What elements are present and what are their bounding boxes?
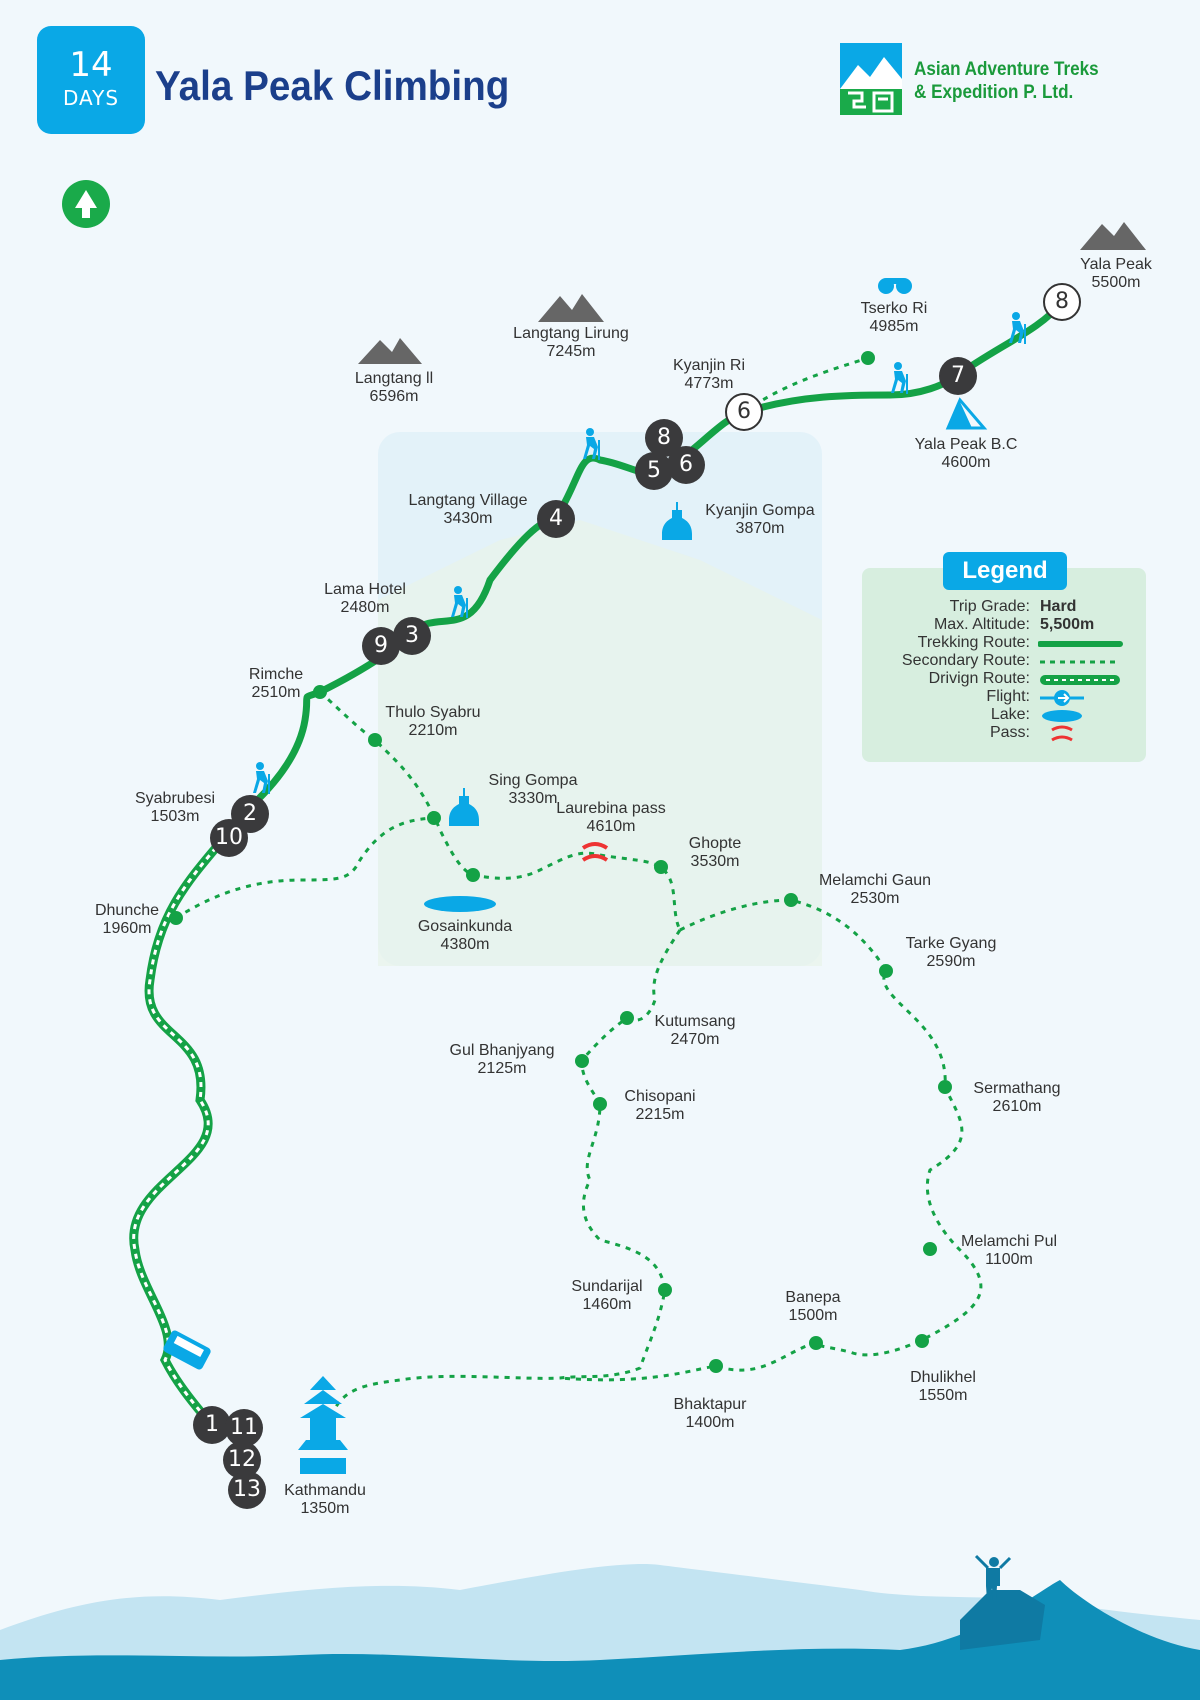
legend-panel: [862, 568, 1146, 762]
day-marker: 8: [645, 419, 683, 457]
days-label: DAYS: [62, 86, 120, 110]
legend-secondary-label: Secondary Route:: [901, 652, 1030, 669]
tent-icon: [948, 402, 972, 428]
legend-rows: Trip Grade: Hard Max. Altitude: 5,500m T…: [862, 598, 1146, 758]
north-compass-icon: [62, 180, 110, 228]
day-marker: 11: [225, 1409, 263, 1447]
lake-icon: [424, 896, 496, 912]
legend-trip-grade-label: Trip Grade:: [949, 598, 1030, 615]
company-line-1: Asian Adventure Treks: [914, 59, 1099, 80]
legend-max-alt-label: Max. Altitude:: [933, 616, 1030, 633]
page-title: Yala Peak Climbing: [155, 62, 510, 109]
pass-icon: [581, 842, 609, 862]
company-name: Asian Adventure Treks & Expedition P. Lt…: [914, 58, 1099, 104]
near-mountains: [0, 1580, 1200, 1700]
legend-max-alt-value: 5,500m: [1040, 616, 1095, 633]
legend-pass-label: Pass:: [989, 724, 1030, 741]
route-dots: [169, 351, 952, 1373]
watermark-mountain: [378, 520, 822, 966]
mountain-icons: [358, 222, 1146, 364]
day-marker: 7: [939, 357, 977, 395]
days-number: 14: [69, 45, 113, 85]
company-logo-icon: [840, 43, 902, 115]
hiker-icons: [253, 312, 1026, 794]
day-marker: 5: [635, 452, 673, 490]
legend-driving-label: Drivign Route:: [928, 670, 1030, 687]
legend-symbols: [1038, 641, 1123, 742]
day-marker: 9: [362, 627, 400, 665]
bus-icon: [163, 1330, 211, 1370]
legend-trekking-label: Trekking Route:: [917, 634, 1030, 651]
day-marker: 10: [210, 819, 248, 857]
gompa-icons: [449, 502, 692, 826]
day-marker: 6: [725, 393, 763, 431]
legend-title: Legend: [943, 552, 1067, 590]
legend-lake-symbol: [1042, 710, 1082, 722]
day-marker: 13: [228, 1471, 266, 1509]
legend-lake-label: Lake:: [990, 706, 1030, 723]
legend-pass-symbol: [1051, 725, 1073, 742]
days-badge: 14 DAYS: [37, 26, 145, 134]
legend-flight-label: Flight:: [986, 688, 1030, 705]
binocular-icon: [878, 278, 912, 294]
company-line-2: & Expedition P. Ltd.: [914, 82, 1074, 103]
climber-summit-icon: [960, 1554, 1045, 1650]
day-marker: 4: [537, 500, 575, 538]
day-marker: 1: [193, 1406, 231, 1444]
day-marker: 8: [1043, 283, 1081, 321]
temple-icon: [298, 1376, 348, 1474]
legend-trip-grade-value: Hard: [1040, 598, 1077, 615]
